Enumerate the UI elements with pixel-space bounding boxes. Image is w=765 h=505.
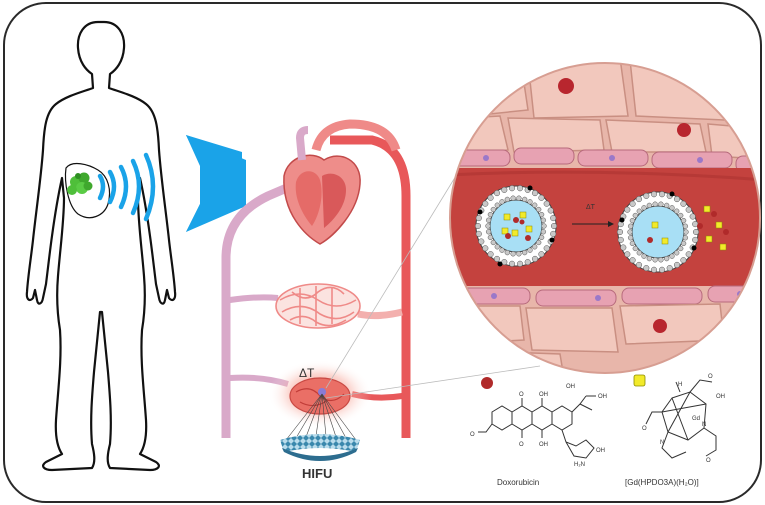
svg-text:N: N xyxy=(702,422,706,428)
svg-text:O: O xyxy=(470,432,475,438)
svg-text:O: O xyxy=(642,426,647,432)
liposome-intact xyxy=(475,185,557,266)
capillary-bed xyxy=(276,284,360,328)
svg-text:Gd: Gd xyxy=(692,416,700,422)
svg-text:OH: OH xyxy=(566,384,575,390)
svg-text:N: N xyxy=(660,440,664,446)
svg-text:O: O xyxy=(708,374,713,380)
doxorubicin-dot-icon xyxy=(481,377,493,389)
hifu-label: HIFU xyxy=(302,466,332,481)
svg-text:OH: OH xyxy=(596,448,605,454)
svg-text:OH: OH xyxy=(539,442,548,448)
delta-t-arrow-label: ΔT xyxy=(586,204,595,211)
gd-square-icon xyxy=(634,375,645,386)
svg-text:OH: OH xyxy=(716,394,725,400)
delta-t-label: ΔT xyxy=(299,366,314,380)
svg-text:H: H xyxy=(678,382,682,388)
svg-text:H₂N: H₂N xyxy=(574,462,585,468)
svg-text:OH: OH xyxy=(598,394,607,400)
svg-text:O: O xyxy=(706,458,711,464)
gd-complex-label: [Gd(HPDO3A)(H₂O)] xyxy=(625,478,699,487)
svg-text:O: O xyxy=(519,392,524,398)
svg-text:OH: OH xyxy=(539,392,548,398)
svg-text:O: O xyxy=(519,442,524,448)
doxorubicin-label: Doxorubicin xyxy=(497,478,539,487)
